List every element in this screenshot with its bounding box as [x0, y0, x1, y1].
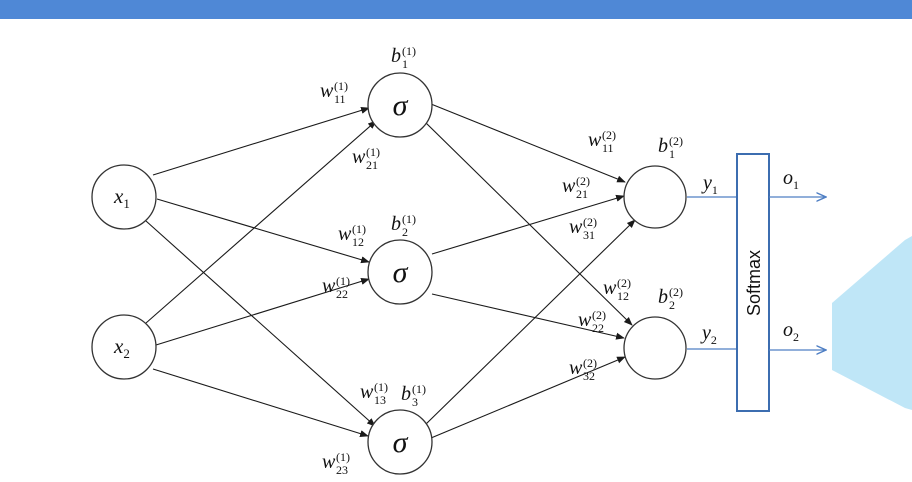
hidden-3-activation: σ — [393, 426, 409, 459]
edge-x1-h1 — [152, 106, 370, 176]
label-o2: o2 — [783, 319, 799, 344]
edge-h3-y1 — [424, 219, 636, 426]
input-node-x1 — [91, 164, 157, 230]
label-b2-2: b(2)2 — [658, 285, 683, 312]
weight-bias-labels: b(1)1 b(1)2 b(1)3 b(2)1 b(2)2 w(1)11 w(1)21 w(1… — [320, 44, 683, 477]
edges-input-hidden — [145, 106, 377, 438]
edge-h1-y1 — [430, 103, 626, 183]
edge-h3-y2 — [430, 356, 626, 439]
label-w21-2: w(2)21 — [562, 174, 590, 201]
output-node-2 — [623, 316, 687, 380]
label-w22-2: w(2)22 — [578, 308, 606, 335]
edge-x1-h2 — [156, 198, 370, 264]
label-y2: y2 — [700, 322, 717, 347]
label-y1: y1 — [701, 172, 718, 197]
header-bar — [0, 0, 912, 19]
edge-x2-h1 — [145, 120, 377, 324]
hidden-node-1 — [367, 72, 433, 138]
label-o1: o1 — [783, 167, 799, 192]
softmax-box — [736, 153, 770, 412]
label-b1-1: b(1)1 — [391, 44, 416, 71]
hidden-node-3 — [367, 409, 433, 475]
label-w11-2: w(2)11 — [588, 128, 616, 155]
softmax-label: Softmax — [744, 250, 764, 316]
label-b3-1: b(1)3 — [401, 382, 426, 409]
label-w11-1: w(1)11 — [320, 79, 348, 106]
edge-x1-h3 — [145, 220, 376, 427]
input-label-x1: x1 — [113, 184, 130, 211]
input-label-x2: x2 — [113, 334, 130, 361]
hidden-1-activation: σ — [393, 89, 409, 122]
edge-x2-h3 — [152, 368, 369, 438]
hidden-node-2 — [367, 239, 433, 305]
label-w12-1: w(1)12 — [338, 222, 366, 249]
hidden-2-activation: σ — [393, 256, 409, 289]
edge-x2-h2 — [155, 277, 370, 346]
label-w23-1: w(1)23 — [322, 450, 350, 477]
edges-hidden-output — [423, 103, 636, 439]
output-node-1 — [623, 165, 687, 229]
input-node-x2 — [91, 314, 157, 380]
edge-h2-y1 — [431, 194, 625, 255]
label-w21-1: w(1)21 — [352, 145, 380, 172]
label-b2-1: b(1)2 — [391, 212, 416, 239]
label-w32-2: w(2)32 — [569, 356, 597, 383]
label-w31-2: w(2)31 — [569, 215, 597, 242]
label-b1-2: b(2)1 — [658, 134, 683, 161]
edge-h2-y2 — [431, 293, 625, 340]
edge-h1-y2 — [423, 120, 633, 326]
decorative-polygon — [832, 236, 912, 410]
label-w13-1: w(1)13 — [360, 380, 388, 407]
label-w22-1: w(1)22 — [322, 274, 350, 301]
label-w12-2: w(2)12 — [603, 276, 631, 303]
